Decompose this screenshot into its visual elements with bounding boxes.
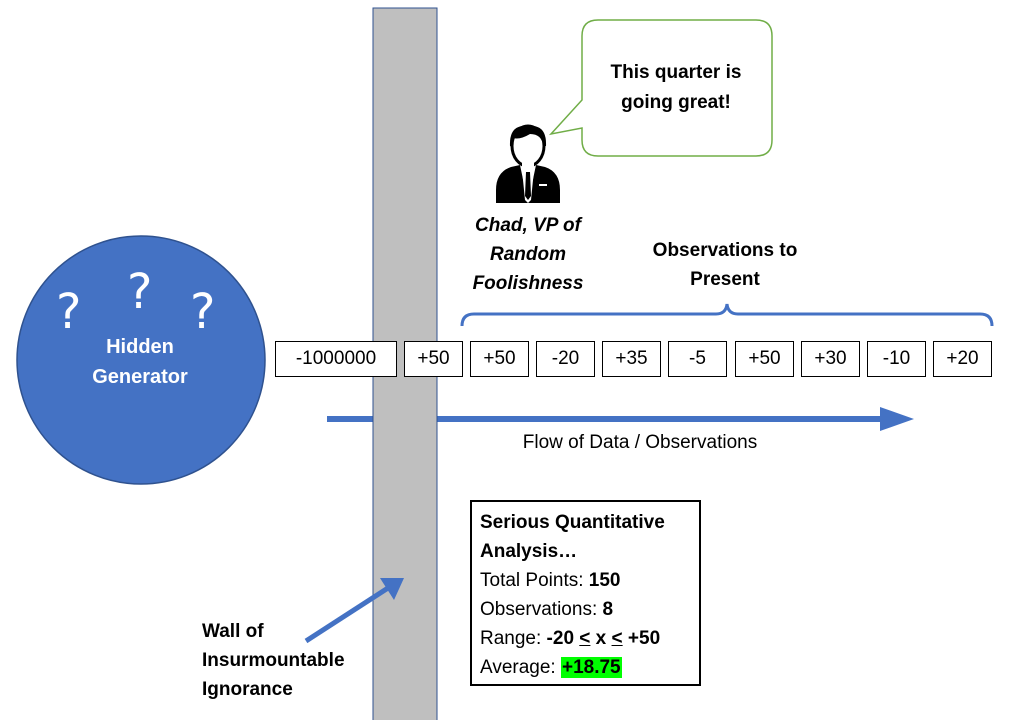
speech-line1: This quarter is	[610, 62, 742, 83]
range-x: x	[590, 628, 612, 649]
chad-caption-line2: Random	[490, 244, 566, 265]
question-mark-left: ?	[56, 284, 82, 340]
observations-caption: Observations to Present	[620, 236, 830, 294]
range-le-2: <	[611, 628, 623, 649]
range-le-1: <	[579, 628, 591, 649]
observation-box: +35	[602, 341, 661, 377]
range-label: Range:	[480, 628, 547, 649]
analysis-title-line1: Serious Quantitative	[480, 512, 665, 533]
observation-box: -20	[536, 341, 595, 377]
observation-box: +20	[933, 341, 992, 377]
businessman-icon	[496, 124, 560, 203]
analysis-range-row: Range: -20 < x < +50	[480, 624, 699, 653]
analysis-title-line2: Analysis…	[480, 541, 578, 562]
observation-box: -1000000	[275, 341, 397, 377]
observation-box: +30	[801, 341, 860, 377]
observations-bracket	[460, 303, 994, 327]
analysis-total-row: Total Points: 150	[480, 566, 699, 595]
speech-bubble-text: This quarter is going great!	[590, 58, 762, 118]
observation-box: +50	[470, 341, 529, 377]
wall-caption: Wall of Insurmountable Ignorance	[202, 617, 382, 704]
flow-caption: Flow of Data / Observations	[522, 432, 758, 453]
wall-pointer-arrow	[304, 578, 404, 644]
observation-box: +50	[735, 341, 794, 377]
average-value: +18.75	[560, 657, 622, 678]
speech-bubble	[548, 19, 773, 157]
wall-caption-line1: Wall of	[202, 621, 264, 642]
observation-box: -10	[867, 341, 926, 377]
generator-label-line2: Generator	[92, 366, 188, 388]
total-label: Total Points:	[480, 570, 589, 591]
generator-label-line1: Hidden	[106, 336, 174, 358]
observations-value: 8	[602, 599, 614, 620]
chad-caption-line1: Chad, VP of	[475, 215, 581, 236]
analysis-observations-row: Observations: 8	[480, 595, 699, 624]
hidden-generator-circle	[16, 235, 266, 485]
wall-caption-line3: Ignorance	[202, 679, 293, 700]
chad-caption-line3: Foolishness	[472, 273, 584, 294]
observations-caption-line1: Observations to	[652, 240, 798, 261]
question-mark-right: ?	[190, 284, 216, 340]
hidden-generator-label: Hidden Generator	[40, 332, 240, 392]
observation-box: +50	[404, 341, 463, 377]
average-label: Average:	[480, 657, 561, 678]
observations-caption-line2: Present	[690, 269, 760, 290]
total-value: 150	[588, 570, 621, 591]
analysis-average-row: Average: +18.75	[480, 653, 699, 682]
observations-label: Observations:	[480, 599, 603, 620]
observation-box: -5	[668, 341, 727, 377]
chad-caption: Chad, VP of Random Foolishness	[448, 211, 608, 298]
question-mark-center: ?	[127, 264, 153, 320]
speech-line2: going great!	[621, 92, 731, 113]
range-low: -20	[546, 628, 580, 649]
wall-caption-line2: Insurmountable	[202, 650, 345, 671]
range-high: +50	[622, 628, 661, 649]
analysis-box: Serious Quantitative Analysis… Total Poi…	[470, 500, 701, 686]
